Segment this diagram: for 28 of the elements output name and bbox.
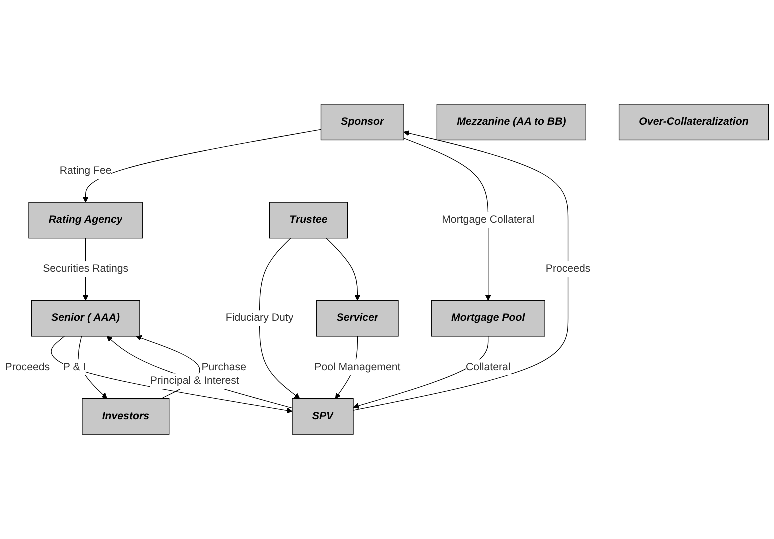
- node-box: Over-Collateralization: [618, 104, 770, 141]
- arrow: [353, 336, 489, 409]
- arrow: [82, 129, 322, 203]
- edge-label: Mortgage Collateral: [442, 214, 535, 226]
- edge-label: Purchase: [202, 362, 247, 373]
- edge-label: Fiduciary Duty: [226, 312, 294, 324]
- edge-label: Principal & Interest: [150, 376, 240, 387]
- edge-label: Rating Fee: [60, 165, 112, 177]
- node-box: Sponsor: [320, 104, 404, 141]
- node-box: Mortgage Pool: [431, 300, 546, 337]
- edge-label: Pool Management: [314, 362, 401, 373]
- node-box: Mezzanine (AA to BB): [436, 104, 586, 141]
- node-box: Rating Agency: [28, 202, 143, 239]
- node-box: Servicer: [316, 300, 399, 337]
- edge-label: Collateral: [466, 362, 511, 373]
- arrow: [78, 336, 108, 400]
- edge-label: Proceeds: [5, 362, 50, 373]
- arrow: [259, 238, 300, 400]
- arrow: [326, 238, 361, 301]
- node-box: Trustee: [269, 202, 348, 239]
- edge-label: Securities Ratings: [43, 264, 129, 275]
- arrow: [353, 130, 569, 411]
- edge-label: Proceeds: [546, 264, 591, 275]
- node-box: Senior ( AAA): [31, 300, 140, 337]
- node-box: SPV: [292, 398, 354, 435]
- arrow: [404, 138, 492, 301]
- edge-label: P & I: [63, 362, 86, 373]
- node-box: Investors: [82, 398, 170, 435]
